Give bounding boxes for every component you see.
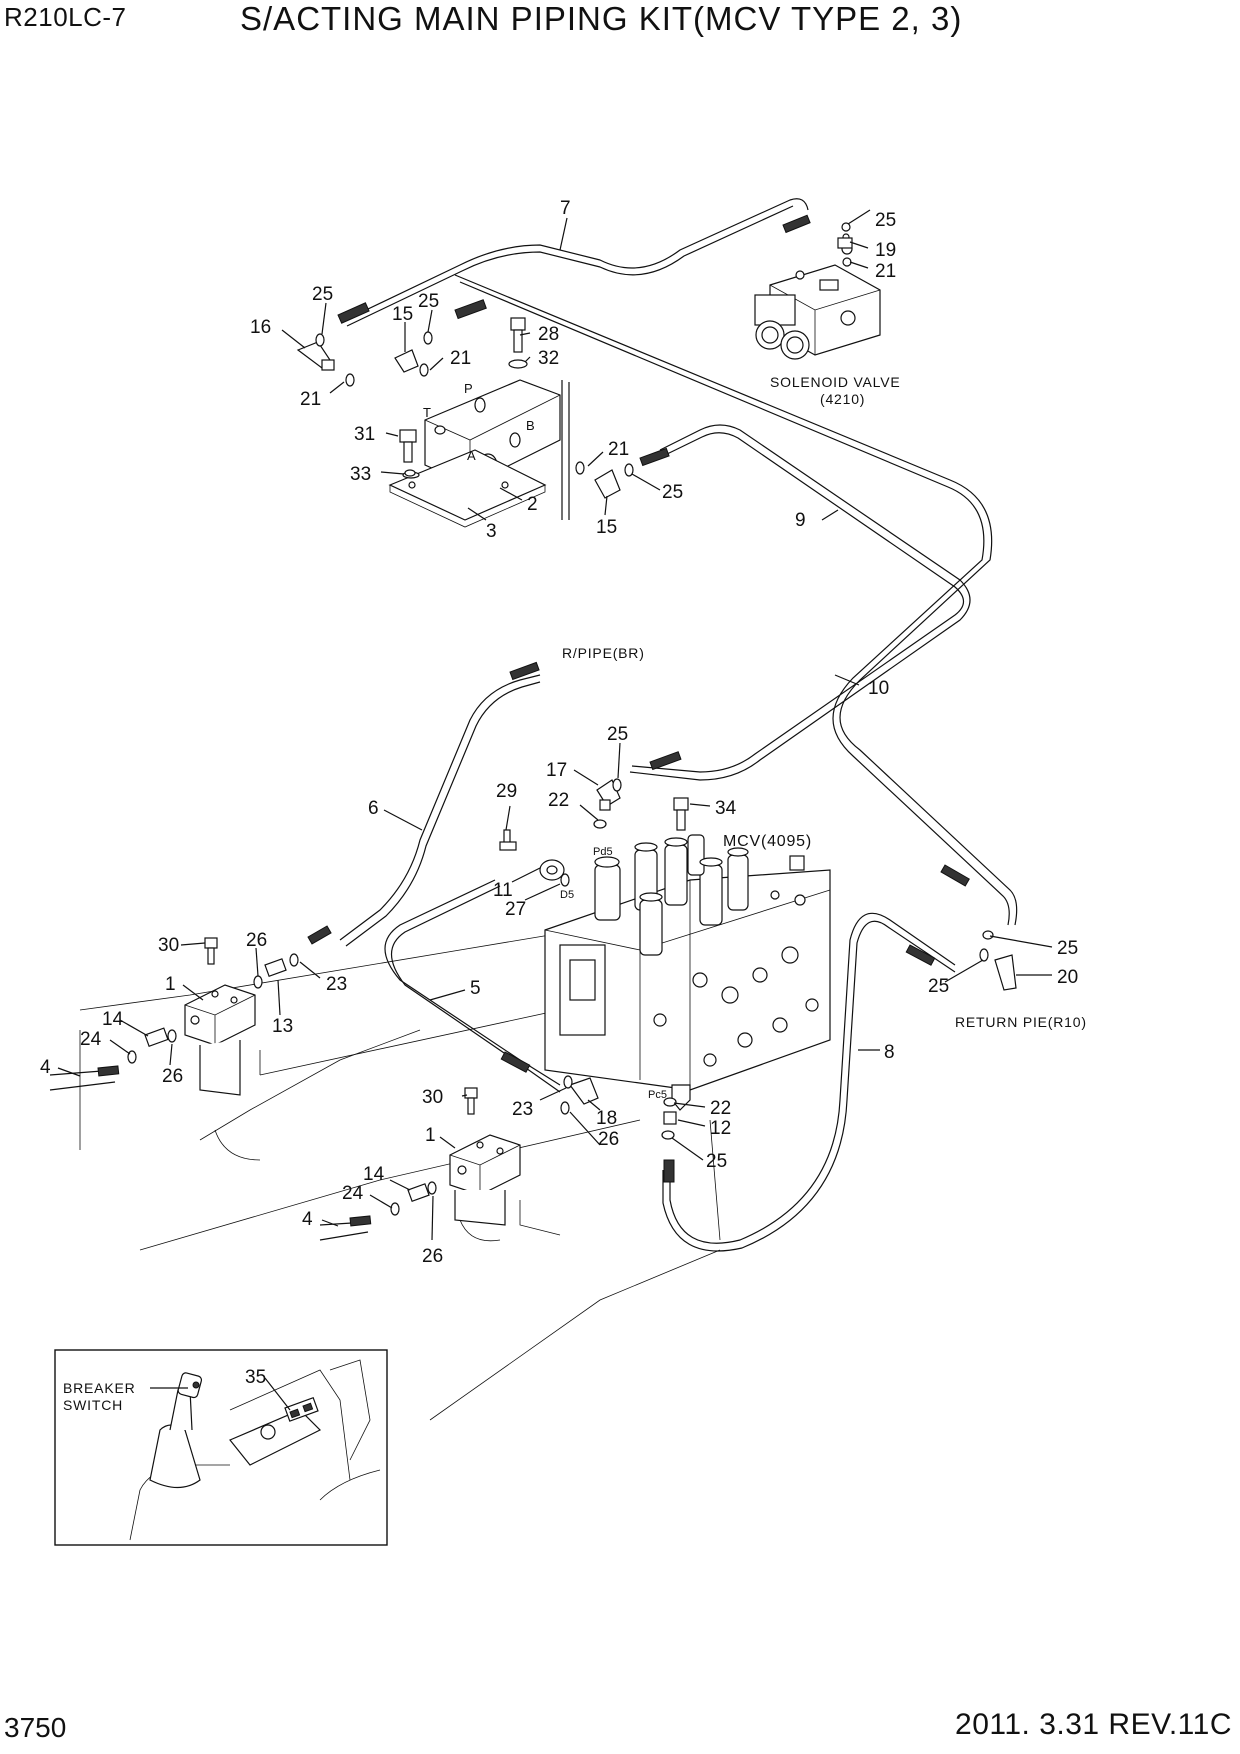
callout-8: 8 xyxy=(884,1042,895,1063)
callout-26: 26 xyxy=(162,1066,183,1087)
port-a: A xyxy=(467,448,476,463)
callout-3: 3 xyxy=(486,521,497,542)
callout-24: 24 xyxy=(80,1029,102,1050)
callout-35: 35 xyxy=(245,1367,266,1388)
breaker-label: BREAKER xyxy=(63,1380,136,1396)
return-pipe-label: RETURN PIE(R10) xyxy=(955,1014,1087,1030)
callout-17: 17 xyxy=(546,760,567,781)
callout-11: 11 xyxy=(493,880,513,901)
callout-1: 1 xyxy=(425,1125,436,1146)
callout-14: 14 xyxy=(102,1009,124,1030)
callout-13: 13 xyxy=(272,1016,293,1037)
pipe-8 xyxy=(662,912,956,1252)
callout-25: 25 xyxy=(418,291,439,312)
callout-12: 12 xyxy=(710,1118,731,1139)
callout-27: 27 xyxy=(505,899,526,920)
callout-26: 26 xyxy=(422,1246,443,1267)
hose-wraps xyxy=(97,214,970,1227)
callout-1: 1 xyxy=(165,974,176,995)
port-p: P xyxy=(464,381,473,396)
revision-date: 2011. 3.31 REV.11C xyxy=(955,1708,1232,1741)
callout-25: 25 xyxy=(1057,938,1078,959)
callout-23: 23 xyxy=(512,1099,533,1120)
callout-15: 15 xyxy=(596,517,617,538)
callout-4: 4 xyxy=(40,1057,51,1078)
callout-21: 21 xyxy=(450,348,471,369)
pipe-10 xyxy=(454,274,1018,926)
callout-25: 25 xyxy=(662,482,683,503)
callout-20: 20 xyxy=(1057,967,1078,988)
callout-18: 18 xyxy=(596,1108,617,1129)
port-b: B xyxy=(526,418,535,433)
callout-33: 33 xyxy=(350,464,371,485)
pipe-6 xyxy=(339,674,541,947)
callout-34: 34 xyxy=(715,798,737,819)
callout-23: 23 xyxy=(326,974,347,995)
callout-10: 10 xyxy=(868,678,889,699)
solenoid-valve-label: SOLENOID VALVE xyxy=(770,374,901,390)
port-pd5: Pd5 xyxy=(593,846,613,858)
pipe-5 xyxy=(384,879,561,1093)
port-t: T xyxy=(423,405,431,420)
frame-outline xyxy=(79,924,721,1421)
callout-15: 15 xyxy=(392,304,413,325)
callout-25: 25 xyxy=(607,724,628,745)
callout-2: 2 xyxy=(527,494,538,515)
mcv-label: MCV(4095) xyxy=(723,833,812,850)
r-pipe-label: R/PIPE(BR) xyxy=(562,645,645,661)
o-rings xyxy=(127,331,994,1216)
callout-19: 19 xyxy=(875,240,896,261)
callout-numbers: 7 25 19 21 25 25 16 15 28 21 32 21 31 33… xyxy=(40,198,1078,1388)
callout-21: 21 xyxy=(300,389,321,410)
callout-21: 21 xyxy=(608,439,629,460)
callout-14: 14 xyxy=(363,1164,385,1185)
mount-block-lower xyxy=(449,1134,521,1226)
callout-25: 25 xyxy=(312,284,333,305)
callout-6: 6 xyxy=(368,798,379,819)
callout-31: 31 xyxy=(354,424,375,445)
callout-24: 24 xyxy=(342,1183,364,1204)
switch-label: SWITCH xyxy=(63,1397,123,1413)
callout-16: 16 xyxy=(250,317,271,338)
pipe-7 xyxy=(344,198,809,327)
callout-22: 22 xyxy=(710,1098,731,1119)
callout-26: 26 xyxy=(598,1129,619,1150)
callout-9: 9 xyxy=(795,510,806,531)
callout-25: 25 xyxy=(706,1151,727,1172)
text-labels: SOLENOID VALVE (4210) R/PIPE(BR) MCV(409… xyxy=(63,374,1087,1413)
pipe-9 xyxy=(629,424,971,781)
callout-28: 28 xyxy=(538,324,559,345)
page-number: 3750 xyxy=(4,1712,67,1743)
callout-30: 30 xyxy=(158,935,179,956)
callout-7: 7 xyxy=(560,198,571,219)
aux-valve-block xyxy=(388,379,561,528)
callout-21: 21 xyxy=(875,261,896,282)
callout-29: 29 xyxy=(496,781,517,802)
page-title: S/ACTING MAIN PIPING KIT(MCV TYPE 2, 3) xyxy=(240,0,963,37)
callout-26: 26 xyxy=(246,930,267,951)
port-d5: D5 xyxy=(560,889,574,901)
callout-30: 30 xyxy=(422,1087,443,1108)
main-control-valve xyxy=(544,834,831,1111)
model-number: R210LC-7 xyxy=(4,2,127,32)
callout-32: 32 xyxy=(538,348,559,369)
leader-lines xyxy=(57,209,1053,1241)
callout-4: 4 xyxy=(302,1209,313,1230)
callout-22: 22 xyxy=(548,790,569,811)
solenoid-valve xyxy=(754,222,881,360)
mount-block-upper xyxy=(184,984,256,1096)
solenoid-valve-code: (4210) xyxy=(820,391,865,407)
callout-25: 25 xyxy=(875,210,896,231)
port-pc5: Pc5 xyxy=(648,1089,667,1101)
breaker-switch-inset xyxy=(54,1349,388,1546)
callout-5: 5 xyxy=(470,978,481,999)
callout-25: 25 xyxy=(928,976,949,997)
